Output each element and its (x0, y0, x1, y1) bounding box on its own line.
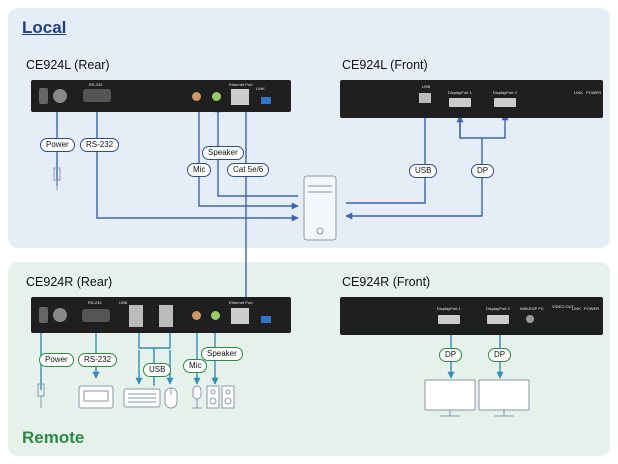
dp1-port (438, 315, 460, 324)
dp2-port (494, 98, 516, 107)
local-rs232-cable-label: RS-232 (80, 138, 120, 152)
remote-mic-cable-label: Mic (183, 359, 208, 373)
ethernet-port (231, 89, 249, 105)
ce924l-rear-panel: RS-232 Ethernet Port LINK (31, 80, 291, 112)
wakeup-label: WAKEUP PC (520, 306, 544, 311)
ethernet-port (231, 308, 249, 324)
power-plug-icon (37, 383, 45, 408)
serial-terminal-icon (78, 385, 114, 409)
rs232-port (83, 89, 111, 102)
local-usb-wire (346, 97, 429, 204)
wakeup-button (526, 315, 534, 323)
dp2-port-label: DisplayPort 2 (486, 306, 510, 311)
ground-screw-icon (39, 307, 48, 323)
usb-port-label: USB (422, 84, 431, 89)
monitor-icon (478, 379, 530, 417)
local-dp-cable-label: DP (471, 164, 495, 178)
power-jack-icon (53, 89, 67, 103)
ce924r-front-panel: DisplayPort 1 DisplayPort 2 WAKEUP PC VI… (340, 297, 603, 335)
keyboard-icon (123, 388, 161, 408)
rs232-port-label: RS-232 (88, 300, 102, 305)
ethernet-port-label: Ethernet Port (229, 82, 253, 87)
usb-port-2 (159, 305, 173, 327)
cat-cable-label: Cat 5e/6 (227, 163, 270, 177)
local-power-cable-label: Power (40, 138, 75, 152)
dp2-port (487, 315, 509, 324)
mouse-icon (164, 387, 178, 409)
local-usb-cable-label: USB (409, 164, 438, 178)
mic-jack (192, 311, 201, 320)
local-section-title: Local (22, 18, 67, 37)
power-led-label: POWER (586, 90, 602, 95)
ethernet-port-label: Ethernet Port (229, 300, 253, 305)
computer-tower-icon (303, 175, 337, 241)
local-mic-wire (198, 104, 299, 210)
link-led-label: LINK (572, 306, 581, 311)
local-mic-cable-label: Mic (187, 163, 212, 177)
usb-port-1 (129, 305, 143, 327)
remote-usb-wire (138, 330, 171, 386)
usb-port (419, 93, 431, 103)
power-jack-icon (53, 308, 67, 322)
remote-dp2-cable-label: DP (488, 348, 512, 362)
power-led-label: POWER (584, 306, 600, 311)
ce924r-rear-panel: RS-232 USB Ethernet Port (31, 297, 291, 333)
rs232-port-label: RS-232 (89, 82, 103, 87)
dip-switch (261, 97, 271, 104)
remote-usb-cable-label: USB (143, 363, 172, 377)
monitor-icon (424, 379, 476, 417)
power-plug-icon (53, 167, 61, 190)
remote-dp1-cable-label: DP (439, 348, 463, 362)
dp1-port-label: DisplayPort 1 (437, 306, 461, 311)
mic-jack (192, 92, 201, 101)
remote-speaker-cable-label: Speaker (201, 347, 243, 361)
remote-rear-label: CE924R (Rear) (26, 275, 113, 289)
video-out-label: VIDEO OUT (552, 304, 575, 309)
speaker-jack (212, 92, 221, 101)
dp1-port-label: DisplayPort 1 (448, 90, 472, 95)
speaker-jack (211, 311, 220, 320)
rs232-port (82, 309, 110, 322)
link-led-label: LINK (574, 90, 583, 95)
local-speaker-wire (214, 105, 298, 197)
remote-section-title: Remote (22, 428, 85, 447)
remote-power-cable-label: Power (39, 353, 74, 367)
remote-rs232-cable-label: RS-232 (78, 353, 118, 367)
local-speaker-cable-label: Speaker (202, 146, 244, 160)
remote-front-label: CE924R (Front) (342, 275, 431, 289)
local-front-label: CE924L (Front) (342, 58, 428, 72)
local-rear-label: CE924L (Rear) (26, 58, 110, 72)
speaker-icon (206, 385, 235, 409)
dp2-port-label: DisplayPort 2 (493, 90, 517, 95)
ce924l-front-panel: USB DisplayPort 1 DisplayPort 2 LINK POW… (340, 80, 603, 118)
link-label: LINK (256, 86, 265, 91)
dip-switch (261, 316, 271, 323)
dp1-port (449, 98, 471, 107)
microphone-icon (192, 385, 202, 409)
ground-screw-icon (39, 88, 48, 104)
usb-ports-label: USB (119, 300, 128, 305)
